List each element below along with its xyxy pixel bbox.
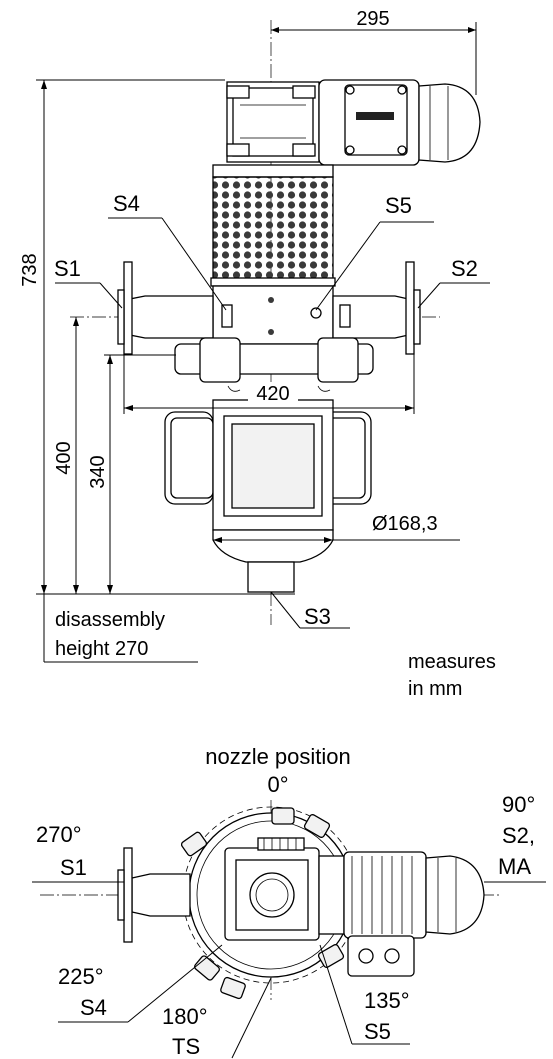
callout-s1-label: S1 [54,256,81,281]
dim-flange-span: 420 [123,354,415,414]
units-note-line2: in mm [408,678,462,700]
callout-s4-label: S4 [113,191,140,216]
callout-90-s2: 90° S2, MA [484,792,546,883]
pos-225-name: S4 [80,995,107,1020]
dim-nozzle-height: 400 [53,317,79,594]
top-view-title-line1: nozzle position [205,744,351,769]
top-view: nozzle position 0° [32,744,546,1059]
callout-s5: S5 [315,193,434,311]
disassembly-label-line2: height 270 [55,638,148,660]
pos-270-angle: 270° [36,822,82,847]
pos-90-angle: 90° [502,792,535,817]
pos-135-name: S5 [364,1019,391,1044]
gearbox [226,81,320,163]
pos-90-name2: MA [498,854,531,879]
callout-270-s1: 270° S1 [32,822,124,883]
motor [318,79,481,166]
callout-180-ts: 180° TS [162,977,272,1059]
callout-s1: S1 [54,256,123,309]
dim-diameter-label: Ø168,3 [372,513,438,535]
disassembly-label-line1: disassembly [55,609,165,631]
dim-nozzle-height-label: 400 [53,441,75,474]
pos-180-angle: 180° [162,1004,208,1029]
flange-s2 [405,261,415,355]
top-gearbox [224,837,320,941]
top-view-title-line2: 0° [267,772,288,797]
pos-135-angle: 135° [364,988,410,1013]
dim-total-height: 738 [19,79,225,594]
top-flange-s1 [123,847,133,943]
callout-225-s4: 225° S4 [58,944,223,1023]
callout-135-s5: 135° S5 [319,944,410,1045]
callout-s3: S3 [270,591,350,629]
units-note-line1: measures [408,651,496,673]
dim-top-width: 295 [271,8,477,95]
flange-s1 [123,261,133,355]
side-view: 295 738 400 340 [19,8,496,700]
callout-s3-label: S3 [304,604,331,629]
terminal-box [347,935,415,977]
dim-top-width-label: 295 [356,8,389,30]
callout-s2: S2 [417,256,490,309]
dim-total-height-label: 738 [19,253,41,286]
pos-270-name: S1 [60,855,87,880]
housing [117,261,421,392]
clamp-lugs [180,807,345,1000]
dim-flange-span-label: 420 [256,383,289,405]
dim-outlet-height: 340 [87,354,176,594]
callout-s4: S4 [108,191,227,311]
top-pipe-s1 [131,873,191,917]
screen-cylinder [210,164,336,287]
lower-housing [164,399,372,593]
pos-225-angle: 225° [58,964,104,989]
outlet-s3 [247,561,295,593]
callout-s2-label: S2 [451,256,478,281]
dim-outlet-height-label: 340 [87,455,109,488]
pos-90-name1: S2, [502,823,535,848]
pos-180-name: TS [172,1034,200,1059]
dim-disassembly: disassembly height 270 [43,594,198,663]
top-motor [318,851,485,977]
dim-diameter: Ø168,3 [213,513,460,543]
callout-s5-label: S5 [385,193,412,218]
